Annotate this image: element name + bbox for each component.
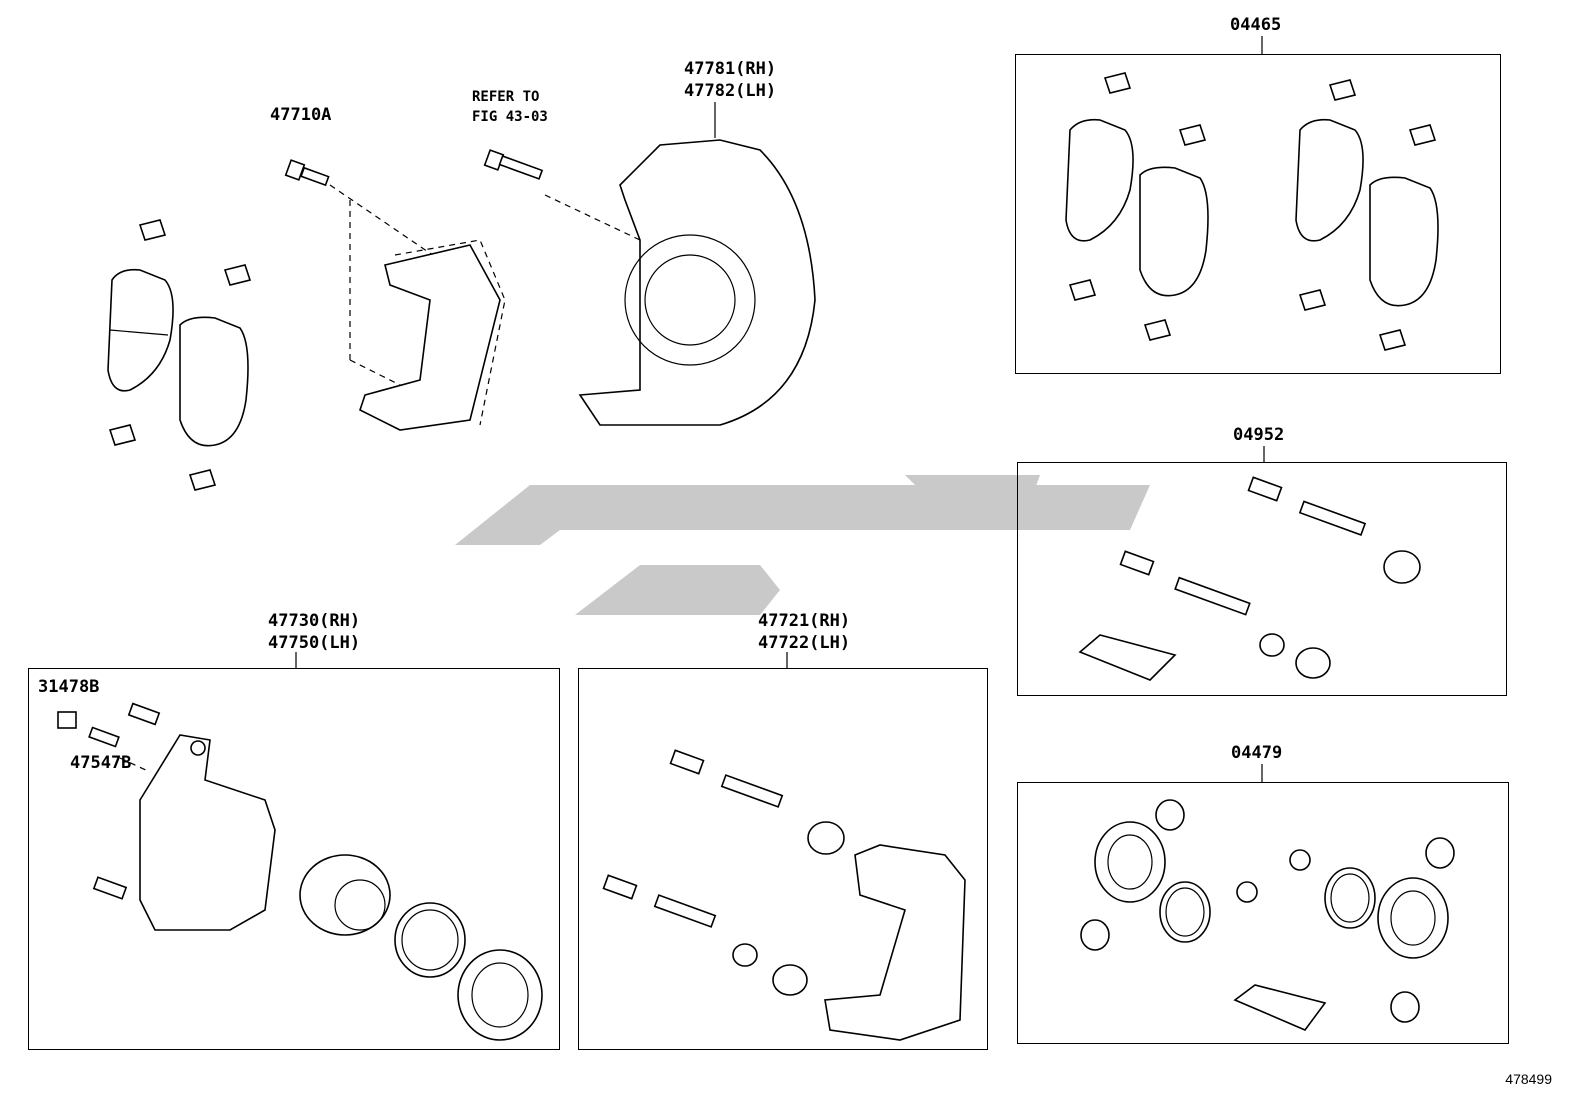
support-kit-contents [1078,446,1421,681]
pad-kit-label: 04465 [1230,15,1282,35]
support-kit-box [1017,462,1507,696]
figure-number: 478499 [1505,1071,1552,1087]
caliper-bolt-label: 47710A [270,105,332,125]
mounting-box [578,668,988,1050]
cylinder-box [28,668,560,1050]
cylinder-kit-contents [1080,764,1455,1031]
cylinder-rh-label: 47730(RH) [268,611,361,631]
watermark-logo [455,475,1150,615]
cylinder-lh-label: 47750(LH) [268,633,361,653]
cylinder-kit-label: 04479 [1231,743,1283,763]
refer-note-line2[interactable]: FIG 43-03 [472,109,548,125]
refer-bolt [483,149,641,241]
refer-note-line1[interactable]: REFER TO [472,89,540,105]
pad-kit-box [1015,54,1501,374]
dust-cover [578,102,816,426]
mounting-lh-label: 47722(LH) [758,633,851,653]
bleeder-plug-label: 47547B [70,753,132,773]
bleeder-cap-label: 31478B [38,677,100,697]
pad-kit-contents [1065,36,1439,351]
cylinder-kit-box [1017,782,1509,1044]
dust-cover-rh-label: 47781(RH) [684,59,777,79]
mounting-bracket-bottom [602,652,966,1041]
mounting-rh-label: 47721(RH) [758,611,851,631]
support-kit-label: 04952 [1233,425,1285,445]
cylinder-assembly [57,652,543,1041]
dust-cover-lh-label: 47782(LH) [684,81,777,101]
brake-pads-left [107,219,252,491]
caliper-bolt-47710a [284,159,441,391]
mounting-bracket-top [359,239,506,431]
